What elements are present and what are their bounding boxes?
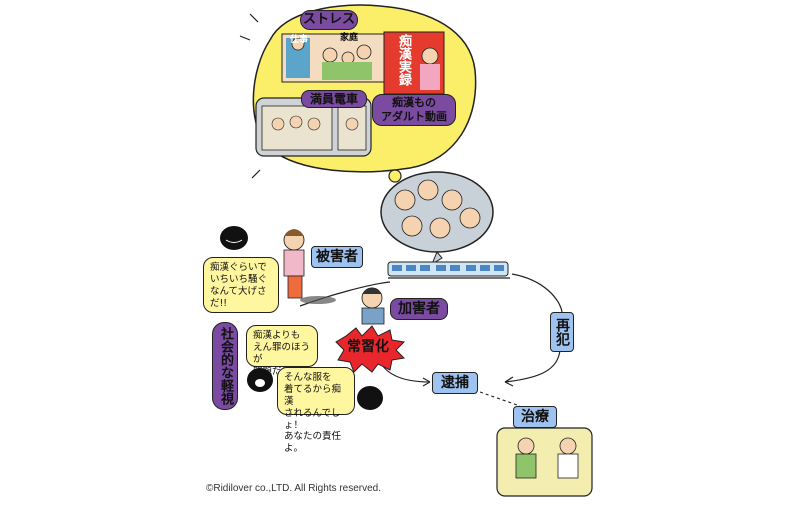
label-adult-video: 痴漢もの アダルト動画 — [372, 94, 456, 126]
label-treatment: 治療 — [513, 406, 557, 428]
label-molester-real: 痴漢実録 — [396, 34, 411, 86]
label-repeat-offense: 再犯 — [550, 312, 574, 352]
victim-figure — [283, 229, 336, 304]
worker-head — [291, 37, 305, 51]
family-bodies — [322, 62, 372, 80]
label-family: 家庭 — [340, 33, 359, 43]
copyright-notice: ©Ridilover co.,LTD. All Rights reserved. — [206, 483, 382, 494]
book-figure-head — [421, 47, 439, 65]
label-arrest: 逮捕 — [432, 372, 478, 394]
doctor-head — [559, 437, 577, 455]
family-member-1 — [322, 47, 338, 63]
patient-head — [517, 437, 535, 455]
speech-bubble-1: 痴漢ぐらいで いちいち騒ぐ なんて大げさ だ!! — [203, 257, 279, 313]
patient-body — [515, 453, 537, 479]
label-work: 仕事 — [290, 35, 309, 45]
crowd-person-6 — [401, 215, 423, 237]
label-victim: 被害者 — [311, 246, 363, 268]
passenger-1 — [271, 117, 285, 131]
crowd-person-2 — [417, 179, 439, 201]
crowd-person-3 — [441, 189, 463, 211]
silhouette-top — [220, 226, 248, 250]
arrow-arrest-to-treatment — [479, 391, 521, 407]
silhouette-right — [357, 386, 383, 410]
scene-pointer — [430, 251, 443, 266]
speech-bubble-2: 痴漢よりも えん罪のほうが 問題だ！ — [246, 325, 318, 377]
thought-dot-1 — [388, 169, 402, 183]
habituation-burst — [335, 325, 406, 373]
label-social-minimization: 社会的な軽視 — [212, 322, 238, 410]
cycle-arrow-right — [504, 349, 561, 383]
perpetrator-figure — [361, 287, 385, 325]
motion-lines — [239, 13, 261, 179]
label-stress: ストレス — [300, 10, 358, 30]
label-perpetrator: 加害者 — [390, 298, 448, 320]
train — [387, 261, 510, 279]
passenger-2 — [289, 115, 303, 129]
book-figure-body — [420, 64, 440, 90]
crowd-person-4 — [459, 207, 481, 229]
label-habituation: 常習化 — [347, 339, 389, 355]
speech-bubble-3: そんな服を 着てるから痴漢 されるんでしょ！ あなたの責任よ。 — [277, 367, 355, 454]
crowd-person-5 — [429, 217, 451, 239]
arrowhead-habituation — [422, 377, 431, 387]
family-member-3 — [356, 44, 372, 60]
arrowhead-to-arrest — [504, 376, 514, 387]
passenger-4 — [345, 117, 359, 131]
passenger-3 — [307, 117, 321, 131]
doctor-coat — [557, 453, 579, 479]
label-crowded-train: 満員電車 — [301, 90, 367, 108]
crowd-person-1 — [394, 189, 416, 211]
